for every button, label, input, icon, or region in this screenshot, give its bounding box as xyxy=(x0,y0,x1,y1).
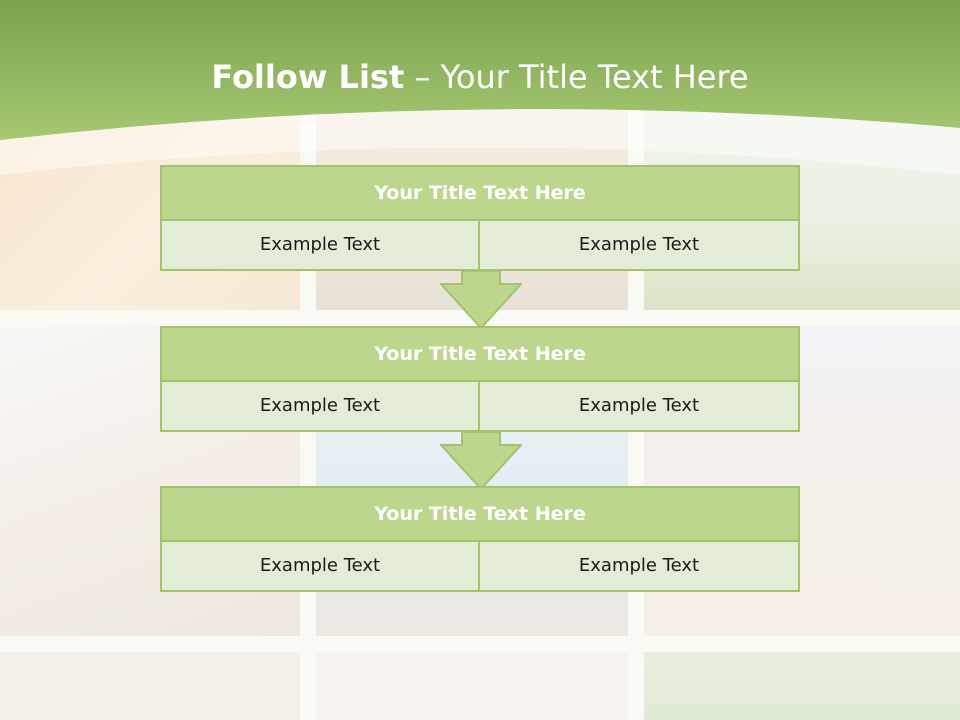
header-banner xyxy=(0,0,960,175)
block-row: Example Text Example Text xyxy=(160,542,800,592)
list-block: Your Title Text Here Example Text Exampl… xyxy=(160,165,800,271)
photo-tile xyxy=(0,652,300,720)
photo-tile xyxy=(316,652,628,720)
down-arrow-icon xyxy=(440,431,522,491)
block-title: Your Title Text Here xyxy=(160,165,800,221)
list-block: Your Title Text Here Example Text Exampl… xyxy=(160,486,800,592)
block-title: Your Title Text Here xyxy=(160,326,800,382)
down-arrow-icon xyxy=(440,270,522,330)
block-title: Your Title Text Here xyxy=(160,486,800,542)
photo-tile xyxy=(644,652,960,720)
block-cell-left: Example Text xyxy=(160,542,480,592)
title-rest: – Your Title Text Here xyxy=(404,58,749,96)
block-cell-left: Example Text xyxy=(160,382,480,432)
block-cell-left: Example Text xyxy=(160,221,480,271)
block-cell-right: Example Text xyxy=(480,542,800,592)
block-row: Example Text Example Text xyxy=(160,382,800,432)
block-cell-right: Example Text xyxy=(480,382,800,432)
block-row: Example Text Example Text xyxy=(160,221,800,271)
title-bold: Follow List xyxy=(211,58,405,96)
slide-title: Follow List – Your Title Text Here xyxy=(0,52,960,102)
list-block: Your Title Text Here Example Text Exampl… xyxy=(160,326,800,432)
block-cell-right: Example Text xyxy=(480,221,800,271)
